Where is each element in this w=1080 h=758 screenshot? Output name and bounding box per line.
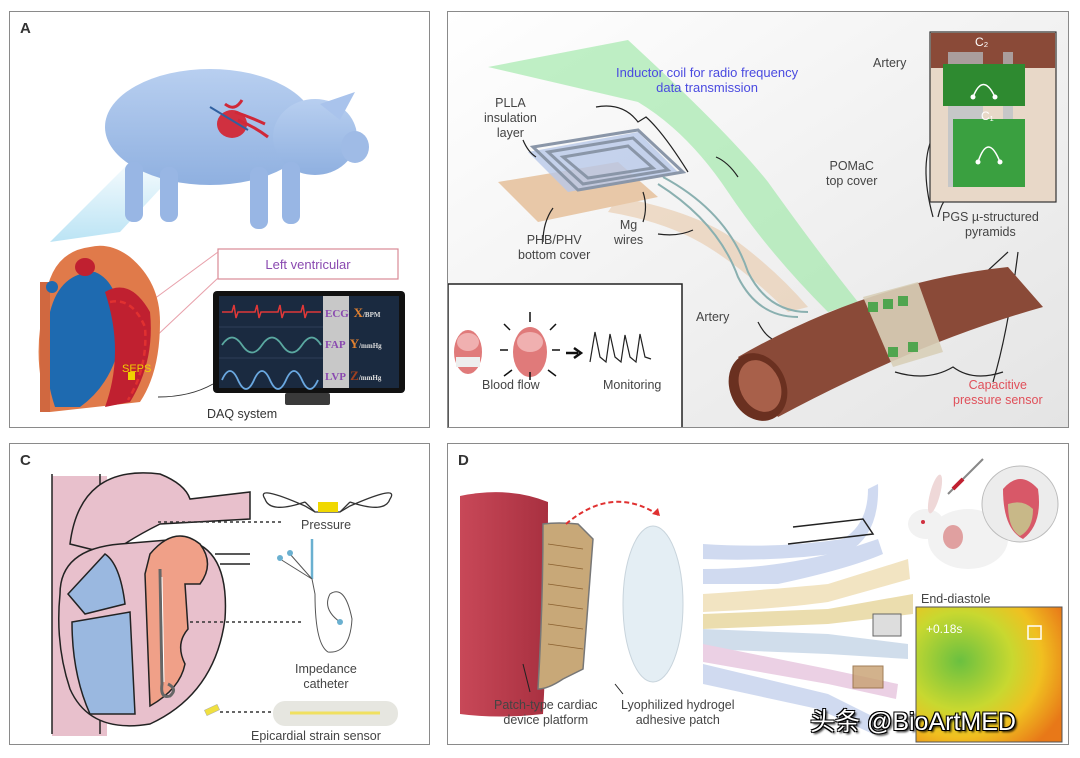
exploded-layers — [703, 484, 913, 734]
impedance-catheter-icon — [277, 539, 353, 653]
c2-label: C₂ — [975, 35, 989, 49]
dotted-leaders — [158, 521, 302, 713]
phb-line-2: bottom cover — [518, 248, 591, 262]
strain-heatmap — [915, 606, 1063, 743]
unit-label: /mmHg — [358, 374, 382, 382]
monitor-row-lvp: LVP Z/mmHg — [325, 368, 381, 384]
phb-phv-label: PHB/PHV bottom cover — [518, 233, 590, 263]
heart-diagram — [51, 472, 251, 736]
daq-monitor — [157, 291, 405, 405]
heatmap-title: End-diastole — [921, 592, 991, 606]
seps-label: SEPS — [122, 363, 152, 375]
heatmap-roi-box — [1027, 625, 1042, 640]
pomac-label: POMaC top cover — [826, 159, 877, 189]
inductor-coil-label: Inductor coil for radio frequency data t… — [616, 65, 798, 95]
pomac-top-cover-ribbon — [488, 40, 858, 312]
plla-line-2: insulation — [484, 111, 537, 125]
panel-c: C — [9, 443, 430, 745]
mg-wires-label: Mg wires — [614, 218, 643, 248]
capacitive-line-2: pressure sensor — [953, 393, 1043, 407]
right-arrow-icon — [566, 346, 584, 360]
artery-main-label: Artery — [696, 310, 730, 324]
panel-d-illustration — [460, 458, 1063, 743]
impedance-line-2: catheter — [303, 677, 349, 691]
patch-platform-label: Patch-type cardiac device platform — [494, 698, 598, 728]
panel-a-illustration — [38, 69, 405, 412]
inductor-coil — [529, 128, 687, 192]
panel-c-illustration — [51, 472, 398, 736]
plla-line-3: layer — [496, 126, 524, 140]
hydrogel-line-1: Lyophilized hydrogel — [621, 698, 735, 712]
panel-label-c: C — [20, 452, 31, 469]
unit-label: /mmHg — [359, 342, 382, 350]
pomac-line-2: top cover — [826, 174, 878, 188]
monitor-row-ecg: ECG X/BPM — [325, 305, 380, 321]
rabbit-illustration — [908, 458, 1059, 569]
pomac-line-1: POMaC — [829, 159, 874, 173]
leader-lines — [522, 61, 1019, 383]
fap-trace — [221, 336, 322, 354]
signal-label: LVP — [325, 371, 346, 383]
blood-flow-inset — [448, 283, 683, 427]
impedance-line-1: Impedance — [295, 662, 357, 676]
heatmap-timestamp: +0.18s — [926, 622, 963, 636]
variable-label: Y — [349, 336, 360, 351]
blood-flow-label: Blood flow — [482, 378, 540, 392]
expansion-arrows — [500, 312, 560, 380]
daq-system-label: DAQ system — [207, 407, 278, 421]
pressure-sensor-inset — [929, 31, 1057, 203]
cardiac-tissue — [460, 492, 548, 717]
lvp-trace — [221, 370, 319, 390]
panel-label-a: A — [20, 20, 31, 37]
beam-cyan — [50, 162, 185, 242]
artery-tube — [728, 267, 1043, 421]
panel-b-illustration — [448, 12, 1068, 427]
epicardial-strain-label: Epicardial strain sensor — [251, 729, 381, 743]
watermark: 头条 @BioArtMED — [810, 708, 1016, 736]
pgs-line-2: pyramids — [965, 225, 1016, 239]
ecg-trace — [222, 304, 321, 319]
hydrogel-label: Lyophilized hydrogel adhesive patch — [621, 698, 735, 728]
hydrogel-line-2: adhesive patch — [635, 713, 720, 727]
pgs-pyramids-label: PGS µ-structured pyramids — [942, 210, 1039, 240]
left-ventricular-callout-box — [217, 248, 399, 280]
pig-illustration — [105, 69, 369, 229]
variable-label: X — [353, 305, 363, 320]
monitor-row-fap: FAP Y/mmHg — [325, 336, 382, 352]
mg-line-1: Mg — [619, 218, 638, 232]
signal-label: ECG — [325, 308, 349, 320]
capacitive-sensor-label: Capacitive pressure sensor — [953, 378, 1043, 408]
impedance-catheter-label: Impedance catheter — [295, 662, 357, 692]
hydrogel-patch — [622, 525, 684, 683]
panel-label-d: D — [458, 452, 469, 469]
heart-cross-section — [38, 245, 160, 412]
monitoring-label: Monitoring — [603, 378, 662, 392]
capacitive-line-1: Capacitive — [968, 378, 1027, 392]
transfer-arrow — [565, 500, 661, 525]
c1-label: C₁ — [981, 109, 994, 123]
signal-label: FAP — [325, 339, 345, 351]
inductor-line-1: Inductor coil for radio frequency — [616, 65, 799, 80]
panel-a: A — [9, 11, 430, 428]
variable-label: Z — [350, 368, 359, 383]
phb-line-1: PHB/PHV — [526, 233, 582, 247]
mg-line-2: wires — [614, 233, 644, 247]
pressure-waveform — [589, 331, 652, 364]
inductor-line-2: data transmission — [656, 80, 758, 95]
patch-device — [537, 522, 594, 690]
left-ventricular-label: Left ventricular — [265, 257, 351, 272]
artery-inset-label: Artery — [873, 56, 907, 70]
plla-line-1: PLLA — [495, 96, 526, 110]
pressure-label: Pressure — [301, 518, 352, 532]
patch-line-2: device platform — [503, 713, 589, 727]
panel-d: D — [447, 443, 1069, 745]
unit-label: /BPM — [362, 311, 381, 319]
panel-b: B — [447, 11, 1069, 428]
patch-line-1: Patch-type cardiac — [494, 698, 598, 712]
plla-label: PLLA insulation layer — [484, 96, 537, 141]
pgs-line-1: PGS µ-structured — [942, 210, 1039, 224]
pressure-sensor-icon — [262, 492, 393, 513]
strain-sensor-on-heart — [204, 703, 220, 717]
